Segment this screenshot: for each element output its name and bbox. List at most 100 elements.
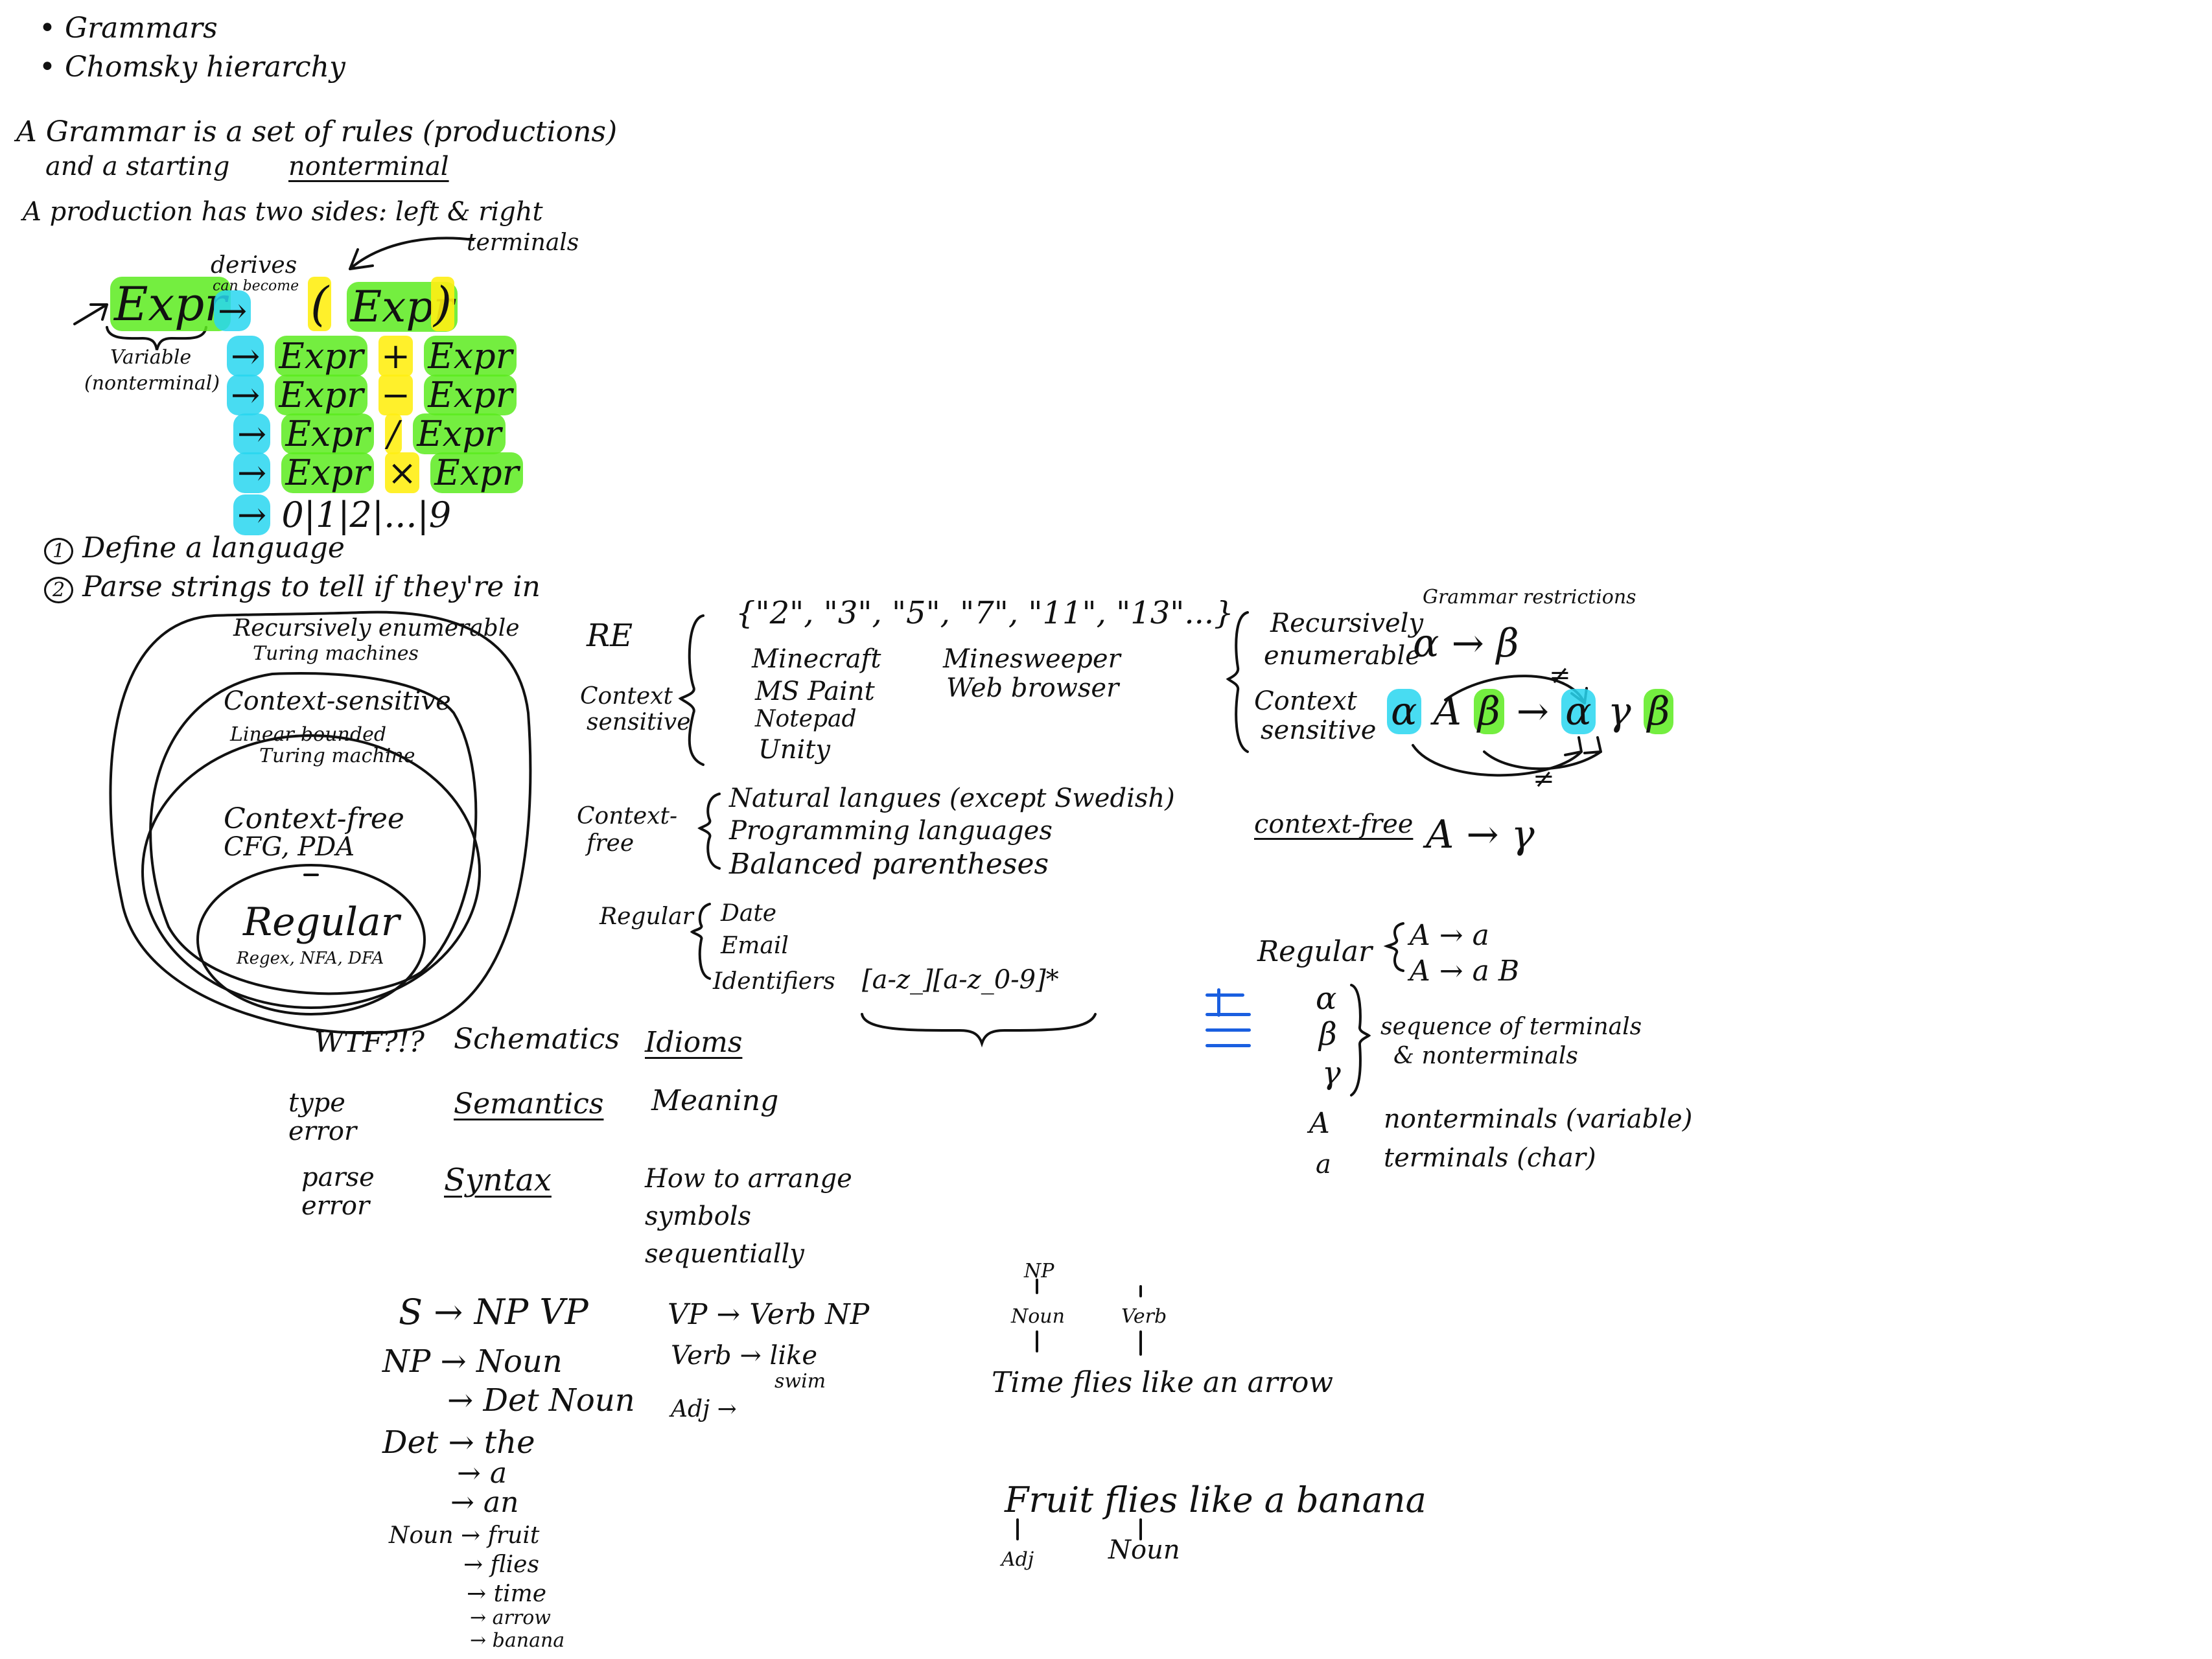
det-rule-3: → an [450, 1486, 519, 1519]
noun-rule: → arrow [470, 1607, 551, 1629]
cs-example-item: Notepad [755, 706, 857, 732]
brace-restrictions [1226, 611, 1249, 753]
restr-cs-label-2: sensitive [1261, 715, 1377, 745]
lhs-arrow [73, 303, 108, 325]
noun-rule: → time [467, 1581, 547, 1607]
rule-right-expr: Expr [413, 413, 506, 454]
starting-text: and a starting [45, 152, 230, 181]
rule-operator: × [384, 452, 420, 493]
examples-cf-label-2: free [587, 830, 634, 857]
restr-cf-label: context-free [1254, 809, 1414, 839]
cs-not-equal-top: ≠ [1549, 660, 1571, 690]
noun-rule-1: Noun → fruit [389, 1522, 540, 1549]
regular-subtitle: Regex, NFA, DFA [237, 949, 384, 968]
rule-arrow: → [233, 452, 271, 493]
noun-tag-2: Noun [1108, 1535, 1180, 1565]
re-subtitle: Turing machines [253, 642, 419, 665]
vp-rule: VP → Verb NP [668, 1298, 870, 1331]
main-arrow-text: → [214, 290, 251, 331]
purpose-2-text: Parse strings to tell if they're in [82, 570, 541, 603]
cs-beta-2: β [1643, 689, 1674, 734]
restrictions-title: Grammar restrictions [1423, 586, 1636, 609]
restr-regular-rule-2: A → a B [1410, 955, 1520, 988]
rule-left-expr: Expr [275, 375, 367, 415]
rule-left-expr: Expr [281, 452, 374, 493]
cs-arrow: → [1516, 689, 1550, 734]
brace-re-cs [678, 614, 704, 766]
rule-row: → Expr + Expr [227, 336, 517, 377]
digits-text: 0|1|2|...|9 [281, 494, 452, 535]
lhs-expr: Expr [110, 277, 231, 331]
regular-title: Regular [243, 899, 400, 945]
examples-regular-label: Regular [600, 903, 693, 930]
production-sides: A production has two sides: left & right [23, 197, 543, 227]
greek-alpha: α [1316, 980, 1337, 1017]
np-tag: NP [1024, 1260, 1054, 1282]
lhs-expr-text: Expr [110, 277, 231, 331]
brace-regular-rules [1383, 922, 1404, 972]
examples-re-label: RE [587, 618, 633, 654]
cs-example-item: Minecraft [752, 644, 881, 674]
topic-chomsky: • Chomsky hierarchy [39, 51, 345, 84]
brace-cf [697, 793, 721, 870]
purpose-1-number: 1 [44, 538, 74, 564]
variable-label: Variable [110, 346, 192, 369]
cs-alpha: α [1387, 689, 1421, 734]
greek-desc-2: & nonterminals [1393, 1043, 1578, 1069]
examples-cs-label-1: Context [580, 683, 673, 710]
regular-example-item: Identifiers [713, 968, 835, 995]
noun-rule: → banana [470, 1629, 565, 1652]
small-a: a [1316, 1150, 1331, 1179]
noun-tag: Noun [1011, 1305, 1065, 1328]
meaning-row2-col3: Meaning [651, 1084, 779, 1117]
restr-regular-rule-1: A → a [1410, 919, 1489, 952]
rule-row: → Expr / Expr [233, 413, 506, 454]
verb-tag: Verb [1121, 1305, 1167, 1328]
rule-operator: / [384, 413, 402, 454]
nonterminal-word: nonterminal [288, 152, 449, 181]
re-title: Recursively enumerable [233, 615, 520, 642]
meaning-row3-col3: How to arrange symbols sequentially [645, 1164, 852, 1269]
rule-arrow: → [227, 336, 264, 377]
regular-example-item: Email [721, 933, 789, 959]
identifier-regex: [a-z_][a-z_0-9]* [862, 965, 1059, 995]
verb-rule: Verb → like [671, 1341, 818, 1371]
det-rule-1: Det → the [382, 1424, 535, 1461]
meaning-row1-col2: Schematics [454, 1023, 620, 1056]
examples-primes: {"2", "3", "5", "7", "11", "13"...} [736, 595, 1234, 631]
meaning-row2-col2: Semantics [454, 1087, 604, 1120]
greek-beta: β [1319, 1016, 1337, 1052]
cs-example-item: Web browser [946, 673, 1119, 703]
cs-subtitle-2: Turing machine [259, 745, 415, 767]
np-rule-1: NP → Noun [382, 1343, 563, 1380]
meaning-row3-col1: parse error [301, 1163, 375, 1221]
cf-example-item: Natural langues (except Swedish) [729, 783, 1175, 813]
rule-operator: + [378, 336, 413, 377]
restr-cs-label-1: Context [1254, 686, 1357, 716]
close-paren: ) [431, 277, 455, 331]
rule-arrow: → [233, 413, 271, 454]
rule-left-expr: Expr [281, 413, 374, 454]
greek-desc-1: sequence of terminals [1380, 1014, 1642, 1040]
det-rule-2: → a [457, 1457, 507, 1490]
sentence-2: Fruit flies like a banana [1005, 1479, 1426, 1520]
np-rule-2: → Det Noun [447, 1382, 635, 1419]
brace-regular [690, 903, 711, 980]
cap-A: A [1309, 1107, 1330, 1140]
main-arrow: → [214, 290, 251, 331]
purpose-1: 1 Define a language [44, 532, 345, 564]
meaning-row1-col3: Idioms [645, 1026, 743, 1059]
cs-example-item: Minesweeper [943, 644, 1121, 674]
digits-rule: → 0|1|2|...|9 [233, 494, 452, 535]
brace-regex [861, 1013, 1097, 1048]
rule-arrow: → [227, 375, 264, 415]
cs-gamma: γ [1607, 689, 1631, 734]
meaning-row3-col2: Syntax [444, 1162, 552, 1198]
rule-row: → Expr − Expr [227, 375, 517, 415]
close-paren-text: ) [431, 277, 455, 331]
examples-cs-label-2: sensitive [587, 709, 691, 736]
cs-beta: β [1474, 689, 1504, 734]
cs-title: Context-sensitive [224, 686, 451, 716]
nonterminal-label: (nonterminal) [84, 372, 220, 395]
